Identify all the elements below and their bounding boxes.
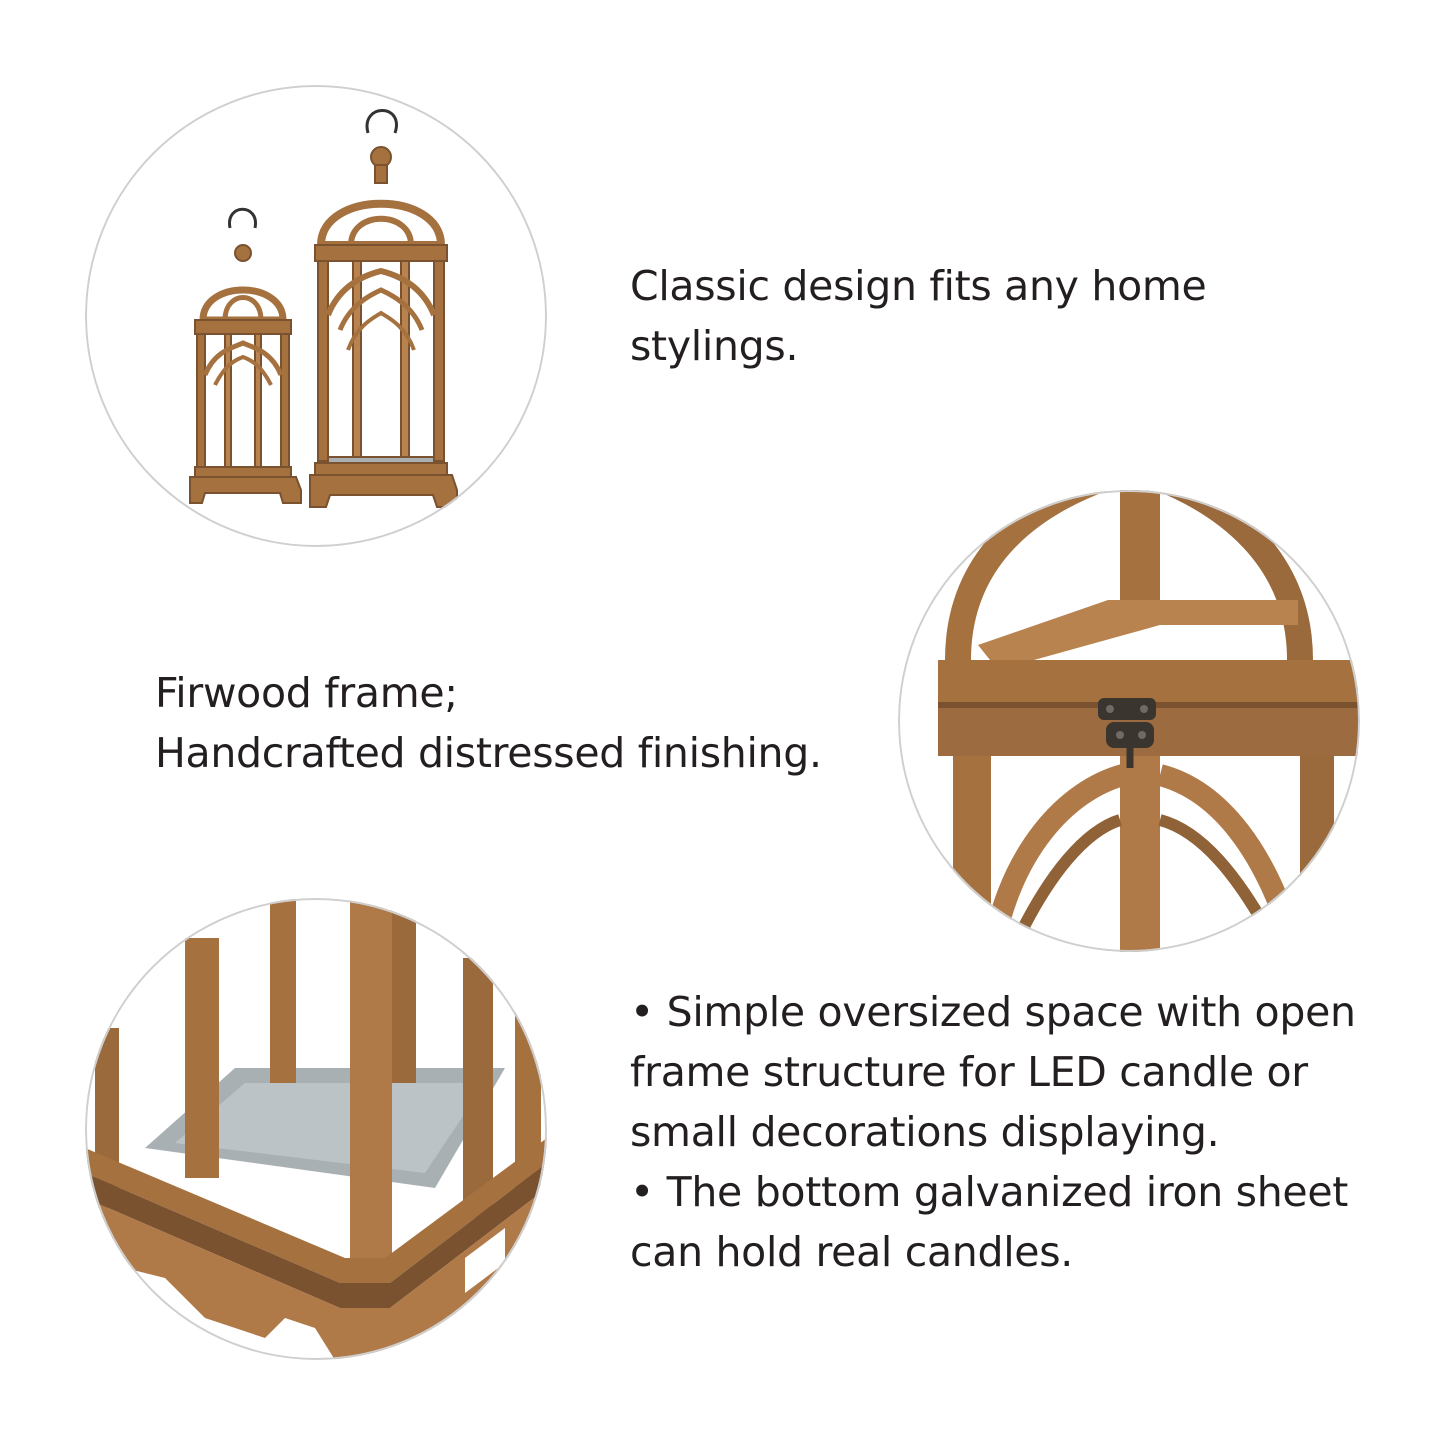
feature-text-space: • Simple oversized space with open frame… <box>630 982 1356 1282</box>
lantern-pair-photo <box>85 85 547 547</box>
feature-text-line: small decorations displaying. <box>630 1108 1220 1156</box>
lantern-pair-illustration <box>189 109 458 508</box>
latch-hardware <box>1098 698 1156 768</box>
feature-text-line: Firwood frame; <box>155 669 458 717</box>
feature-text-line: stylings. <box>630 322 799 370</box>
feature-text-line: Handcrafted distressed finishing. <box>155 729 822 777</box>
base-closeup-illustration <box>85 898 547 1360</box>
latch-closeup-illustration <box>898 490 1360 952</box>
feature-text-design: Classic design fits any home stylings. <box>630 256 1207 376</box>
lantern-base-closeup-photo <box>85 898 547 1360</box>
large-lantern <box>309 109 458 508</box>
lantern-latch-closeup-photo <box>898 490 1360 952</box>
feature-text-line: • Simple oversized space with open <box>630 988 1356 1036</box>
feature-text-line: frame structure for LED candle or <box>630 1048 1308 1096</box>
feature-text-line: Classic design fits any home <box>630 262 1207 310</box>
small-lantern <box>189 207 302 504</box>
feature-text-material: Firwood frame; Handcrafted distressed fi… <box>155 663 822 783</box>
feature-text-line: • The bottom galvanized iron sheet <box>630 1168 1349 1216</box>
feature-text-line: can hold real candles. <box>630 1228 1074 1276</box>
